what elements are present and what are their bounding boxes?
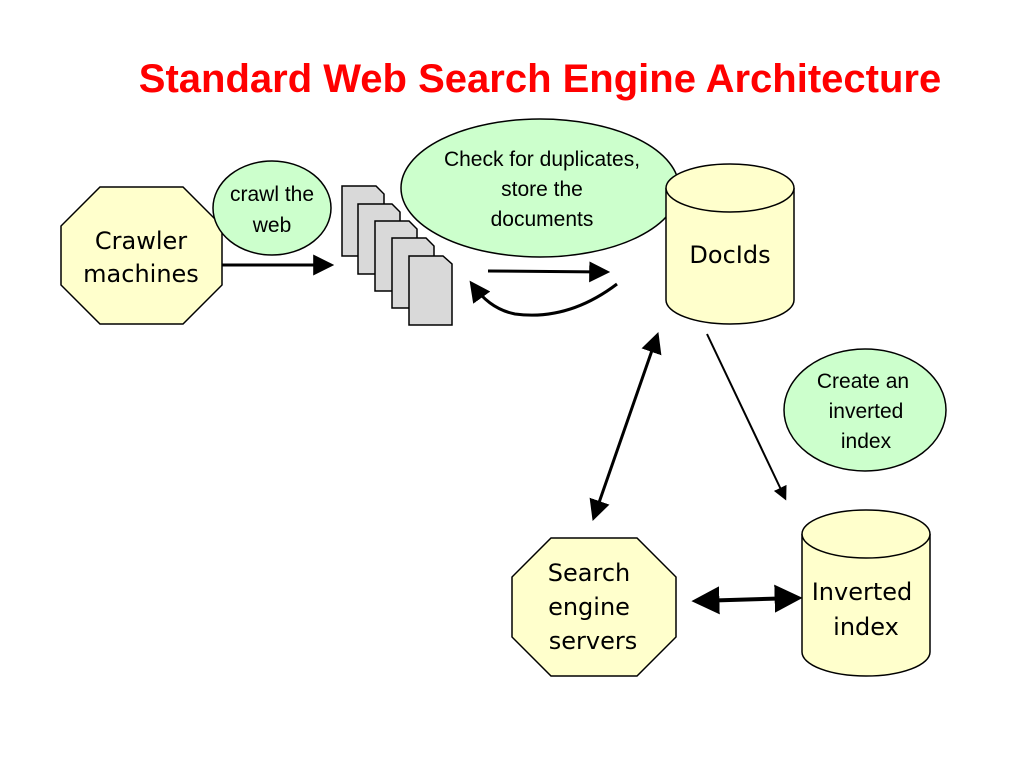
inverted-bubble-line1: Create an	[817, 370, 909, 393]
servers-docids-arrow	[589, 332, 662, 521]
inverted-index-database: Inverted index	[801, 509, 931, 677]
docids-label: DocIds	[689, 241, 770, 269]
page-title: Standard Web Search Engine Architecture	[139, 57, 941, 101]
cylinder-body	[801, 534, 931, 677]
crawl-the-web-bubble: crawl the web	[212, 160, 332, 256]
store-arrow	[487, 261, 611, 283]
crawler-machines-node: Crawler machines	[60, 186, 223, 325]
search-engine-servers-node: Search engine servers	[511, 537, 677, 677]
crawler-label-line2: machines	[83, 260, 199, 288]
cylinder-top	[665, 163, 795, 213]
servers-label-line2: engine	[548, 593, 630, 621]
crawl-bubble-line2: web	[252, 214, 292, 237]
crawler-label-line1: Crawler	[95, 227, 187, 255]
dedup-bubble-line2: store the	[501, 178, 583, 201]
document-icon	[408, 255, 453, 326]
docids-database: DocIds	[665, 163, 795, 325]
servers-index-arrow	[691, 584, 803, 615]
cylinder-top	[801, 509, 931, 559]
servers-label-line1: Search	[548, 559, 630, 587]
inverted-bubble-line2: inverted	[829, 400, 904, 423]
create-inverted-index-bubble: Create an inverted index	[783, 348, 947, 472]
inverted-bubble-line3: index	[841, 430, 892, 453]
cylinder-body	[665, 188, 795, 325]
document-stack-icon	[341, 185, 453, 326]
octagon-shape	[60, 186, 223, 325]
duplicate-return-arrow	[469, 280, 618, 317]
bubble-shape	[783, 348, 947, 472]
bubble-shape	[212, 160, 332, 256]
inverted-index-line1: Inverted	[812, 578, 913, 606]
octagon-shape	[511, 537, 677, 677]
index-build-arrow	[706, 333, 787, 501]
dedup-bubble-line3: documents	[491, 208, 594, 231]
servers-label-line3: servers	[549, 627, 637, 655]
inverted-index-line2: index	[833, 613, 899, 641]
dedup-bubble-line1: Check for duplicates,	[444, 148, 640, 171]
check-duplicates-bubble: Check for duplicates, store the document…	[400, 118, 680, 258]
crawl-bubble-line1: crawl the	[230, 183, 314, 206]
